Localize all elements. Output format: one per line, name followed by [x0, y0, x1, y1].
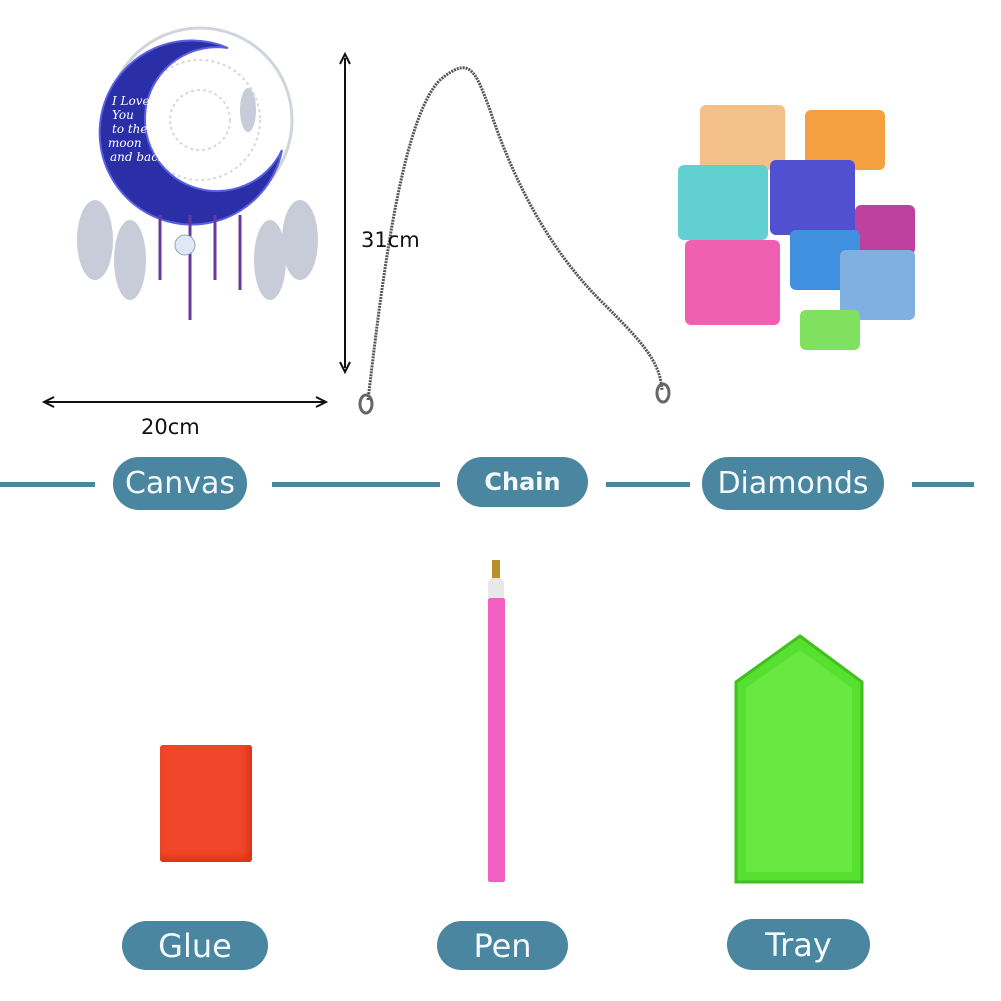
- glue-image: [160, 745, 252, 862]
- label-chain: Chain: [457, 457, 588, 507]
- divider-line: [272, 482, 440, 487]
- divider-line: [0, 482, 95, 487]
- label-tray: Tray: [727, 919, 870, 970]
- dimension-arrows: [41, 51, 351, 408]
- diamond-bags-image: [678, 105, 915, 350]
- pen-tip: [492, 560, 500, 580]
- label-canvas: Canvas: [113, 457, 247, 510]
- width-dimension: 20cm: [141, 415, 200, 439]
- label-glue: Glue: [122, 921, 268, 970]
- label-diamonds: Diamonds: [702, 457, 884, 510]
- label-pen: Pen: [437, 921, 568, 970]
- pen-collar: [488, 578, 504, 598]
- divider-line: [912, 482, 974, 487]
- pen-body: [488, 598, 505, 882]
- divider-line: [606, 482, 690, 487]
- tray-image: [734, 634, 864, 884]
- height-dimension: 31cm: [361, 228, 420, 252]
- chain-image: [358, 66, 671, 415]
